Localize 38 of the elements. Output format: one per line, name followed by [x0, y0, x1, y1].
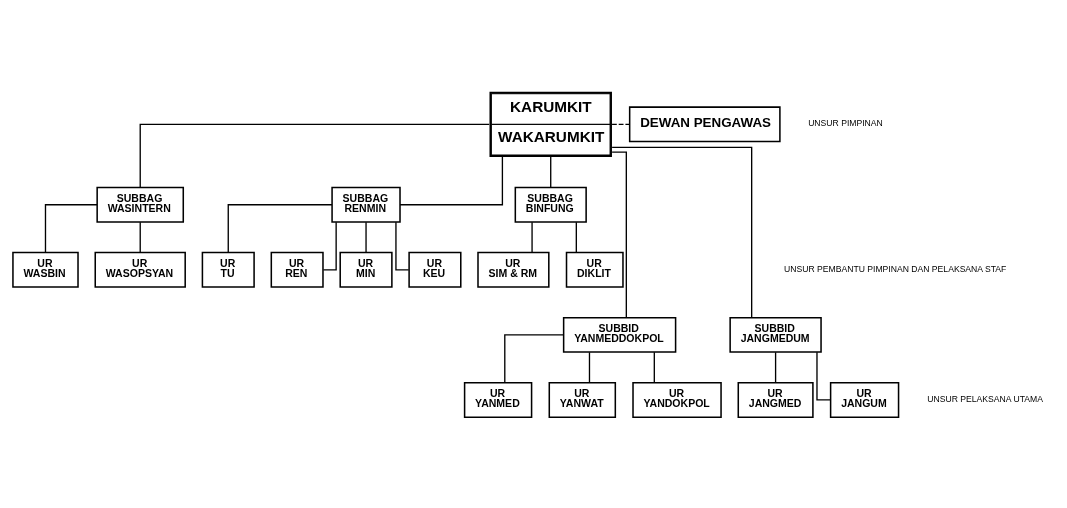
node-box: DEWAN PENGAWAS — [628, 105, 781, 142]
label: UNSUR PEMBANTU PIMPINAN DAN PELAKSANA STAF — [784, 263, 1007, 274]
node-box: SUBBAG RENMIN — [331, 186, 401, 223]
connector — [227, 203, 333, 253]
connector — [588, 351, 591, 383]
connector — [531, 221, 533, 253]
node-box: SUBBID JANGMEDUM — [729, 316, 822, 353]
connector — [399, 155, 504, 205]
connector — [611, 123, 631, 125]
label: UNSUR PIMPINAN — [808, 117, 883, 128]
connector — [611, 146, 753, 318]
node-box: UR YANWAT — [548, 381, 617, 418]
connector — [575, 221, 577, 253]
node-box: UR WASOPSYAN — [94, 251, 186, 288]
node-box: UR MIN — [339, 251, 393, 288]
node-box: UR YANDOKPOL — [632, 381, 722, 418]
connector — [139, 123, 490, 188]
node-box: UR SIM & RM — [477, 251, 550, 288]
connector — [774, 351, 777, 383]
node-box: SUBBAG WASINTERN — [96, 186, 185, 223]
connector — [611, 150, 627, 318]
node-box: UR YANMED — [463, 381, 533, 418]
connector — [365, 221, 367, 253]
node-box: SUBBAG BINFUNG — [514, 186, 587, 223]
node-box: UR TU — [201, 251, 255, 288]
connector — [44, 203, 98, 253]
connector — [504, 333, 565, 383]
connector — [139, 221, 141, 253]
node-box: UR REN — [270, 251, 324, 288]
label: UNSUR PELAKSANA UTAMA — [927, 393, 1043, 404]
connector — [653, 351, 655, 383]
connector — [550, 155, 552, 188]
node-box: UR KEU — [408, 251, 462, 288]
node-box: UR WASBIN — [12, 251, 79, 288]
node-box: UR DIKLIT — [565, 251, 624, 288]
node-box: UR JANGUM — [829, 381, 900, 418]
node-box: UR JANGMED — [737, 381, 814, 418]
node-box: SUBBID YANMEDDOKPOL — [562, 316, 677, 353]
